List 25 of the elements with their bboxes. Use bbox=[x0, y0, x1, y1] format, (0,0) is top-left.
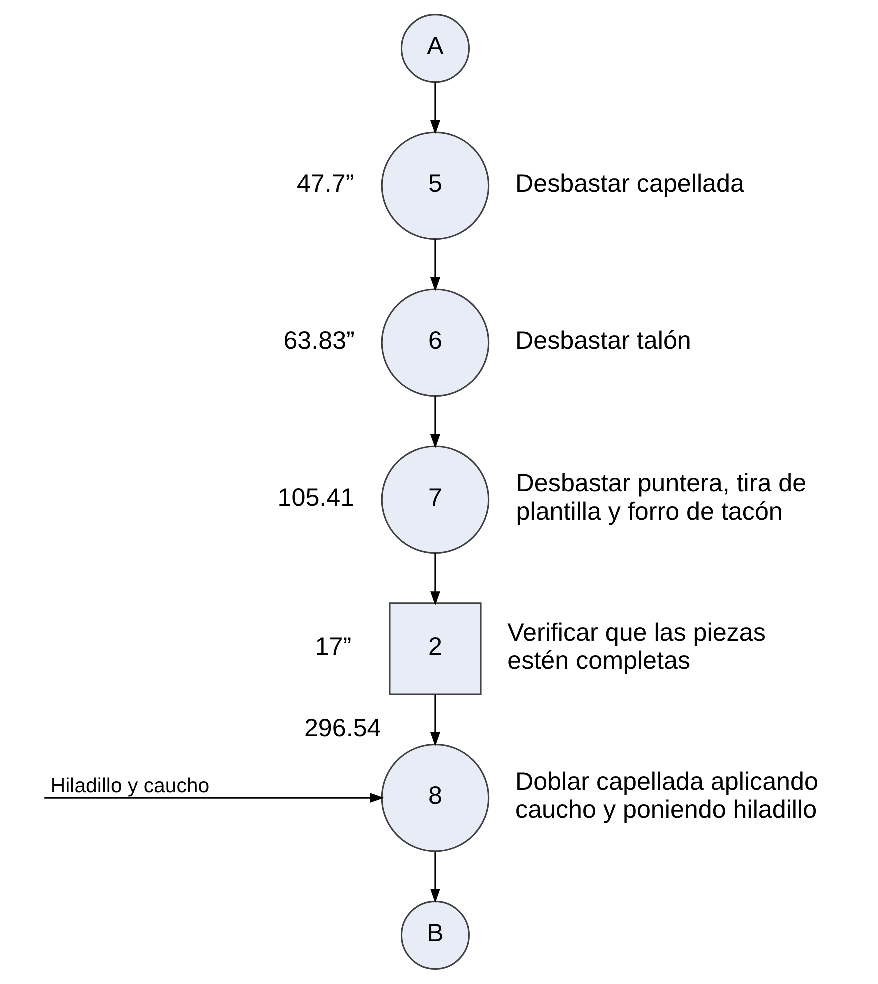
node-circle: 7 bbox=[381, 446, 490, 554]
node-circle: B bbox=[400, 900, 470, 970]
node-circle: 5 bbox=[381, 132, 490, 240]
node-label: 296.54 bbox=[304, 714, 382, 743]
node-label: Desbastar capellada bbox=[516, 170, 744, 198]
arrow bbox=[430, 553, 440, 606]
node-label: Desbastar puntera, tira de plantilla y forro de tacón bbox=[516, 470, 807, 526]
arrow bbox=[430, 82, 440, 135]
node-box: 2 bbox=[389, 602, 482, 696]
node-circle: 8 bbox=[381, 744, 490, 852]
arrow bbox=[430, 240, 440, 292]
arrow bbox=[44, 793, 384, 804]
arrow bbox=[430, 694, 440, 747]
node-circle: A bbox=[400, 14, 470, 84]
node-circle: 6 bbox=[381, 288, 490, 398]
node-label: Doblar capellada aplicando caucho y poniendo hiladillo bbox=[516, 768, 818, 824]
node-label: 63.83” bbox=[284, 326, 355, 355]
node-label: 105.41 bbox=[278, 484, 355, 512]
arrow bbox=[430, 396, 440, 449]
node-label: 17” bbox=[315, 632, 352, 661]
node-label: Desbastar talón bbox=[516, 326, 692, 355]
arrow bbox=[430, 852, 440, 904]
edge-label: Hiladillo y caucho bbox=[50, 775, 210, 798]
node-label: 47.7” bbox=[296, 170, 354, 198]
node-label: Verificar que las piezas estén completas bbox=[508, 618, 766, 676]
